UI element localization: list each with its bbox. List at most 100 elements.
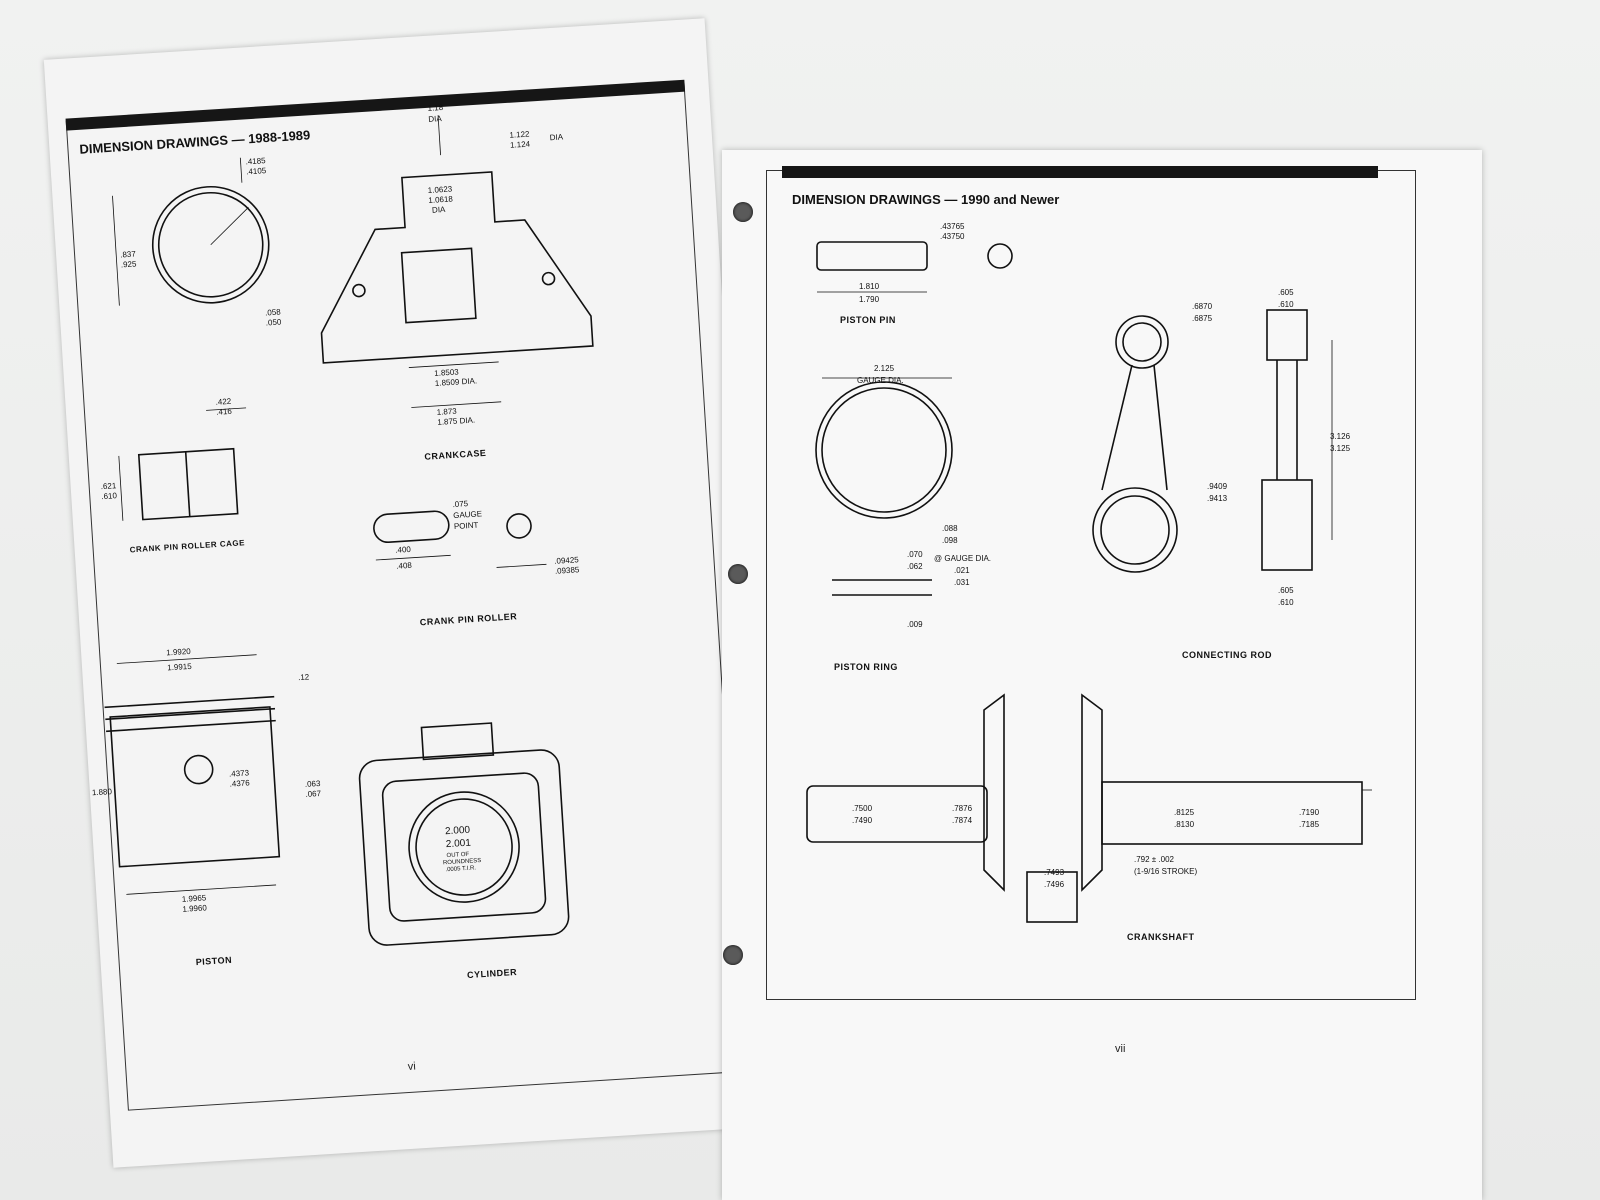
piston-top-dim-2: 1.9915	[166, 661, 192, 673]
pin-len-dim-2: 1.790	[859, 295, 880, 304]
crank-a-dim: .7500	[852, 804, 873, 813]
piston-ring-dim: .12	[297, 672, 310, 683]
binder-hole	[723, 945, 743, 965]
rod-len-dim: 3.126	[1330, 432, 1351, 441]
rod-top-dim-2: .610	[1278, 300, 1294, 309]
piston-side-dim: 1.880	[91, 787, 113, 798]
crankcase-drawing	[320, 115, 594, 408]
ring-gap-dim: .058	[264, 307, 281, 318]
roller-dia-dim: .09425	[554, 555, 580, 566]
crank-e-dim-2: .7496	[1044, 880, 1065, 889]
cage-height-dim-2: .610	[101, 491, 118, 502]
crank-b-dim: .7876	[952, 804, 973, 813]
piston-pin-drawing	[816, 241, 1013, 293]
rod-small-dim-2: .6875	[1192, 314, 1213, 323]
rod-top-dim: .605	[1278, 288, 1294, 297]
ring-gap-dim-r: .070	[907, 550, 923, 559]
right-drawings	[806, 241, 1372, 923]
roller-dia-dim-2: .09385	[554, 565, 580, 576]
rod-bot-dim-2: .610	[1278, 598, 1294, 607]
piston-ring-drawing	[815, 377, 953, 596]
rod-bot-dim: .605	[1278, 586, 1294, 595]
ring-gauge-dim: 2.125	[874, 364, 895, 373]
rod-big-dim-2: .9413	[1207, 494, 1228, 503]
crank-e-dim: .7493	[1044, 868, 1065, 877]
ring-mid-dim: .837	[119, 249, 137, 260]
ring-thick-dim-2: .098	[942, 536, 958, 545]
ring-end-dim-2: .031	[954, 578, 970, 587]
crank-c-dim: .8125	[1174, 808, 1195, 817]
crankcase-low-dim: 1.8503	[433, 367, 459, 378]
cage-drawing	[118, 407, 247, 521]
roller-gauge-point: POINT	[453, 520, 479, 532]
piston-top-dim: 1.9920	[165, 646, 191, 658]
left-page-number: vi	[407, 1060, 417, 1074]
crank-d-dim: .7190	[1299, 808, 1320, 817]
crankcase-right-dia: DIA	[549, 132, 564, 143]
crankshaft-drawing	[806, 693, 1372, 923]
crank-c-dim-2: .8130	[1174, 820, 1195, 829]
pin-len-dim: 1.810	[859, 282, 880, 291]
roller-drawing	[373, 510, 547, 568]
crankshaft-label: CRANKSHAFT	[1127, 932, 1195, 942]
rod-big-dim: .9409	[1207, 482, 1228, 491]
right-header-bar	[782, 166, 1378, 178]
ring-mid-dim-2: .925	[120, 259, 137, 270]
right-page-number: vii	[1115, 1043, 1126, 1055]
cylinder-bore-dim: 2.000	[444, 824, 471, 838]
ring-gap-dim-r2: .062	[907, 562, 923, 571]
crank-a-dim-2: .7490	[852, 816, 873, 825]
ring-gap-dim-2: .050	[265, 317, 282, 328]
ring-gauge-text: GAUGE DIA.	[857, 376, 904, 385]
roller-gauge-dim: .075	[452, 499, 469, 510]
piston-bot-dim-2: 1.9960	[182, 903, 208, 914]
crank-stroke-dim: .792 ± .002	[1134, 855, 1174, 864]
crankcase-top-dim: 1.18	[427, 102, 444, 113]
cylinder-drawing	[358, 722, 570, 946]
rod-len-dim-2: 3.125	[1330, 444, 1351, 453]
roller-len-dim: .400	[395, 544, 412, 555]
piston-drawing	[104, 654, 281, 895]
crankcase-right-dim: 1.122	[509, 129, 530, 140]
binder-hole	[733, 202, 753, 222]
cylinder-bore-dim-2: 2.001	[445, 837, 472, 851]
crank-d-dim-2: .7185	[1299, 820, 1320, 829]
connecting-rod-label: CONNECTING ROD	[1182, 650, 1272, 660]
right-page: DIMENSION DRAWINGS — 1990 and Newer	[722, 150, 1482, 1200]
cage-width-dim: .422	[215, 396, 232, 407]
crankcase-right-dim-2: 1.124	[509, 139, 531, 150]
binder-hole	[728, 564, 748, 584]
roller-len-dim-2: .408	[396, 560, 413, 571]
rod-small-dim: .6870	[1192, 302, 1213, 311]
crankcase-bot-dim: 1.873	[436, 406, 457, 417]
crankcase-mid-dia: DIA	[431, 204, 446, 215]
ring-top-dim-2: .4105	[245, 166, 267, 177]
ring-drawing	[112, 157, 270, 306]
ring-thick-dim: .088	[942, 524, 958, 533]
cage-height-dim: .621	[100, 481, 117, 492]
piston-groove-dim-2: .067	[305, 788, 322, 799]
crank-stroke-note: (1-9/16 STROKE)	[1134, 867, 1198, 876]
ring-tip-dim: .009	[907, 620, 923, 629]
piston-ring-label: PISTON RING	[834, 662, 898, 672]
ring-gap-note: @ GAUGE DIA.	[934, 554, 992, 563]
ring-end-dim: .021	[954, 566, 970, 575]
ring-top-dim: .4185	[245, 156, 266, 167]
cage-width-dim-2: .416	[215, 406, 233, 417]
crankcase-mid-dim-2: 1.0618	[428, 194, 454, 205]
crankcase-top-dia: DIA	[428, 114, 442, 124]
pin-dia-dim-2: .43750	[940, 232, 965, 241]
left-drawings	[104, 115, 594, 946]
right-page-title: DIMENSION DRAWINGS — 1990 and Newer	[792, 192, 1060, 207]
piston-pin-dim-2: .4376	[229, 778, 250, 789]
crank-b-dim-2: .7874	[952, 816, 973, 825]
pin-dia-dim: .43765	[940, 222, 965, 231]
crankcase-mid-dim: 1.0623	[427, 184, 453, 196]
left-page: DIMENSION DRAWINGS — 1988-1989	[43, 18, 775, 1168]
piston-pin-label: PISTON PIN	[840, 315, 896, 325]
piston-bot-dim: 1.9965	[181, 893, 207, 904]
connecting-rod-drawing	[1092, 309, 1333, 573]
piston-pin-dim: .4373	[228, 768, 250, 779]
piston-groove-dim: .063	[304, 778, 321, 789]
roller-gauge-text: GAUGE	[452, 509, 483, 521]
